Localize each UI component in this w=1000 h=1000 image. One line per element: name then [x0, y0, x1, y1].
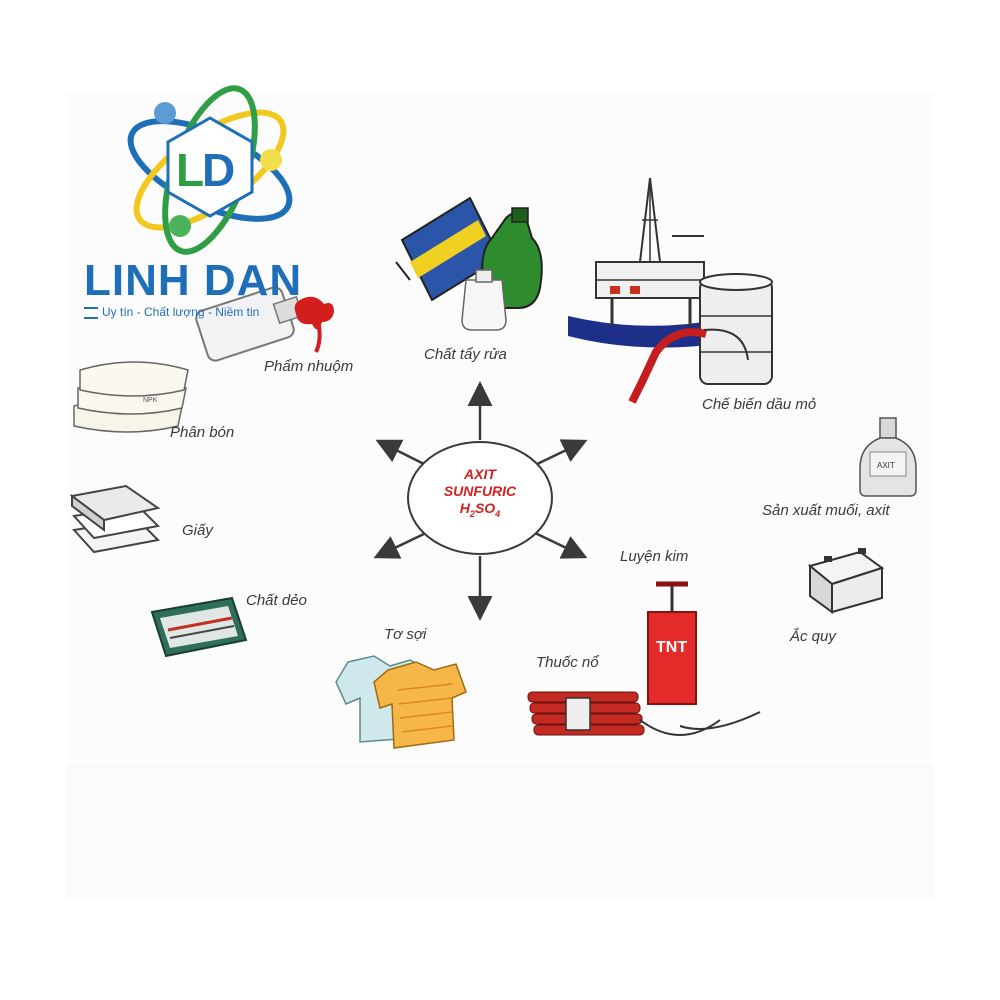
logo-electron-green — [169, 215, 191, 237]
fertilizer-icon: NPK — [73, 361, 189, 433]
label-petroleum: Chế biến dầu mỏ — [702, 396, 817, 413]
center-ellipse — [407, 441, 553, 555]
tagline-bars-icon — [84, 306, 98, 319]
brand-name: LINH DAN — [84, 256, 303, 305]
label-explosive: Thuốc nổ — [536, 654, 599, 671]
arrows — [373, 381, 588, 621]
brand-tagline: Uy tín - Chất lượng - Niềm tin — [84, 305, 259, 319]
battery-icon — [807, 548, 885, 614]
label-fiber: Tơ sợi — [384, 626, 427, 643]
label-plastic: Chất dẻo — [246, 592, 307, 609]
detergent-icon — [395, 196, 543, 331]
logo-electron-blue — [154, 102, 176, 124]
label-detergent: Chất tẩy rửa — [424, 346, 507, 363]
arrow-up-left — [375, 439, 429, 468]
logo-emblem: L D — [127, 85, 293, 255]
center-line-sunfuric: SUNFURIC — [443, 483, 517, 499]
center-label: AXIT SUNFURIC H2SO4 — [405, 466, 555, 523]
label-dye: Phẩm nhuộm — [264, 358, 354, 375]
fiber-icon — [335, 655, 467, 749]
label-paper: Giấy — [182, 522, 213, 539]
label-metallurgy: Luyện kim — [620, 548, 689, 565]
center-line-axit: AXIT — [464, 466, 496, 482]
acid-bottle-icon: AXIT — [859, 417, 917, 497]
tagline-text: Uy tín - Chất lượng - Niềm tin — [102, 305, 260, 319]
arrow-up-right — [532, 439, 588, 468]
fertilizer-bag-label: NPK — [143, 397, 158, 404]
arrow-down-left — [373, 530, 429, 559]
petroleum-icon — [568, 177, 773, 404]
explosive-icon: TNT — [527, 581, 761, 736]
dye-icon — [195, 286, 334, 362]
logo-monogram-l: L — [176, 144, 204, 196]
lower-band — [66, 762, 934, 900]
tnt-label: TNT — [656, 639, 687, 656]
bottle-label: AXIT — [877, 461, 895, 470]
label-salt-acid: Sản xuất muối, axit — [762, 502, 890, 519]
plastic-icon — [150, 596, 248, 658]
label-battery: Ắc quy — [790, 628, 836, 645]
logo-monogram-d: D — [202, 144, 235, 196]
paper-icon — [69, 484, 161, 554]
arrow-down-right — [532, 530, 588, 559]
label-fertilizer: Phân bón — [170, 424, 235, 441]
logo-electron-yellow — [260, 149, 282, 171]
center-formula: H2SO4 — [459, 500, 501, 519]
